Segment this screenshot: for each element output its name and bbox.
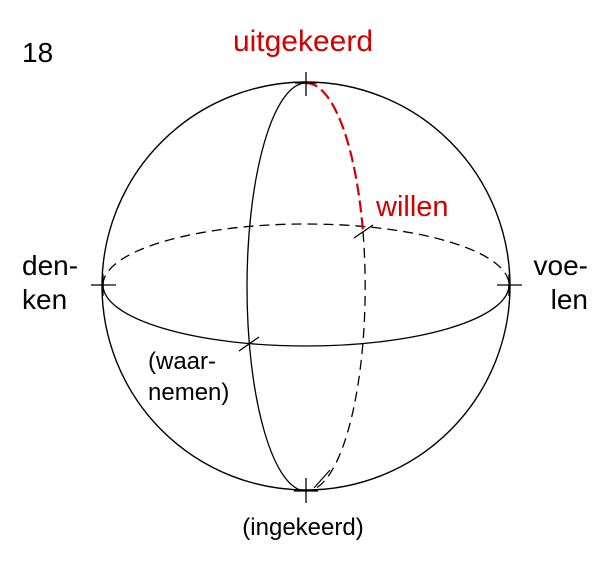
label-front-2: nemen) (148, 379, 229, 406)
sphere-outline (101, 81, 511, 491)
label-top: uitgekeerd (233, 25, 373, 58)
equator-back-dashed (102, 223, 510, 286)
equator-front-solid (102, 284, 510, 347)
tick-front (238, 336, 260, 352)
figure-number: 18 (22, 37, 53, 68)
label-right-2: len (551, 284, 588, 315)
meridian-highlight-red (305, 81, 365, 233)
tick-back (353, 224, 374, 239)
label-front-1: (waar- (148, 348, 216, 375)
label-bottom: (ingekeerd) (242, 514, 363, 541)
label-back: willen (375, 191, 449, 223)
label-left-2: ken (22, 284, 67, 315)
tick-bottom-dashed (313, 469, 331, 489)
label-right-1: voe- (534, 250, 588, 281)
meridian-front-solid (246, 82, 307, 492)
label-left-1: den- (22, 250, 78, 281)
meridian-back-dashed (305, 231, 366, 492)
